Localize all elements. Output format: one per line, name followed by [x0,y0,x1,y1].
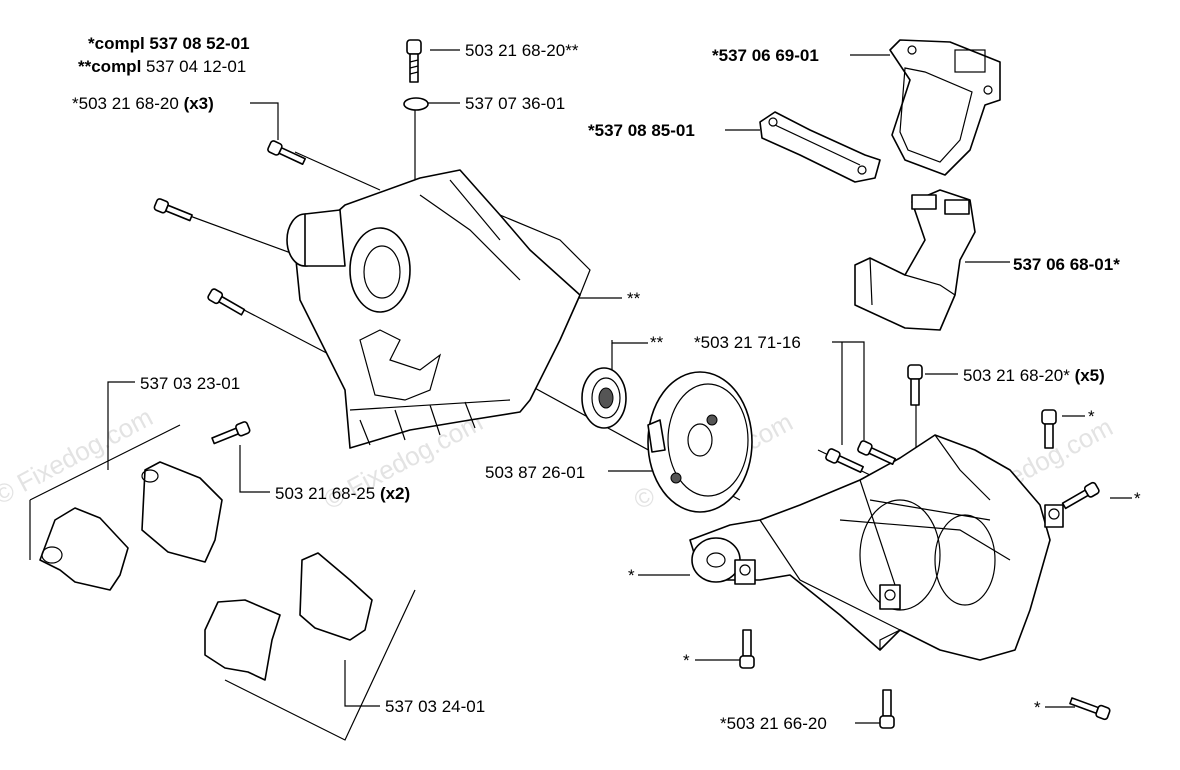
label-screw-x5: 503 21 68-20* (x5) [963,366,1105,385]
label-intake-cover: 537 06 68-01* [1013,255,1120,274]
label-gasket-upper: *537 06 69-01 [712,46,819,65]
bearing-part [581,367,627,429]
crankcase-left-part [286,169,591,449]
compl-assembly-1: *compl 537 08 52-01 [88,34,250,53]
label-bearing: ** [650,333,664,352]
label-gasket-lower: *537 08 85-01 [588,121,695,140]
label-crankcase-half: ** [627,289,641,308]
label-bracket-top: 537 03 23-01 [140,374,240,393]
label-clip: 537 07 36-01 [465,94,565,113]
compl-assembly-2: **compl 537 04 12-01 [78,57,246,76]
label-screw-x2: 503 21 68-25 (x2) [275,484,410,503]
label-star-left: * [628,566,635,585]
clip-ring-part [403,97,429,111]
watermark-1: © Fixedog.com [0,402,158,511]
screw-top-part [406,39,422,83]
label-star-right-1: * [1088,407,1095,426]
label-flywheel: 503 87 26-01 [485,463,585,482]
label-screw-71-16: *503 21 71-16 [694,333,801,352]
gasket-lower-part [759,111,881,183]
intake-cover-part [854,189,976,331]
right-screws [739,364,1111,729]
flywheel-part [647,371,753,513]
label-screw-x3: *503 21 68-20 (x3) [72,94,214,113]
gasket-upper-part [889,39,1001,176]
label-bracket-bottom: 537 03 24-01 [385,697,485,716]
bracket-parts-bottom [204,552,373,681]
label-star-bottom-left: * [683,651,690,670]
crankcase-right-part [689,434,1064,661]
part-labels: 503 21 68-20** 537 07 36-01 *537 06 69-0… [72,41,1141,733]
label-star-bottom-right: * [1034,698,1041,717]
label-star-right-2: * [1134,489,1141,508]
bracket-parts-left [39,421,251,591]
side-screws [153,140,306,316]
label-screw-66-20: *503 21 66-20 [720,714,827,733]
label-screw-top: 503 21 68-20** [465,41,579,60]
